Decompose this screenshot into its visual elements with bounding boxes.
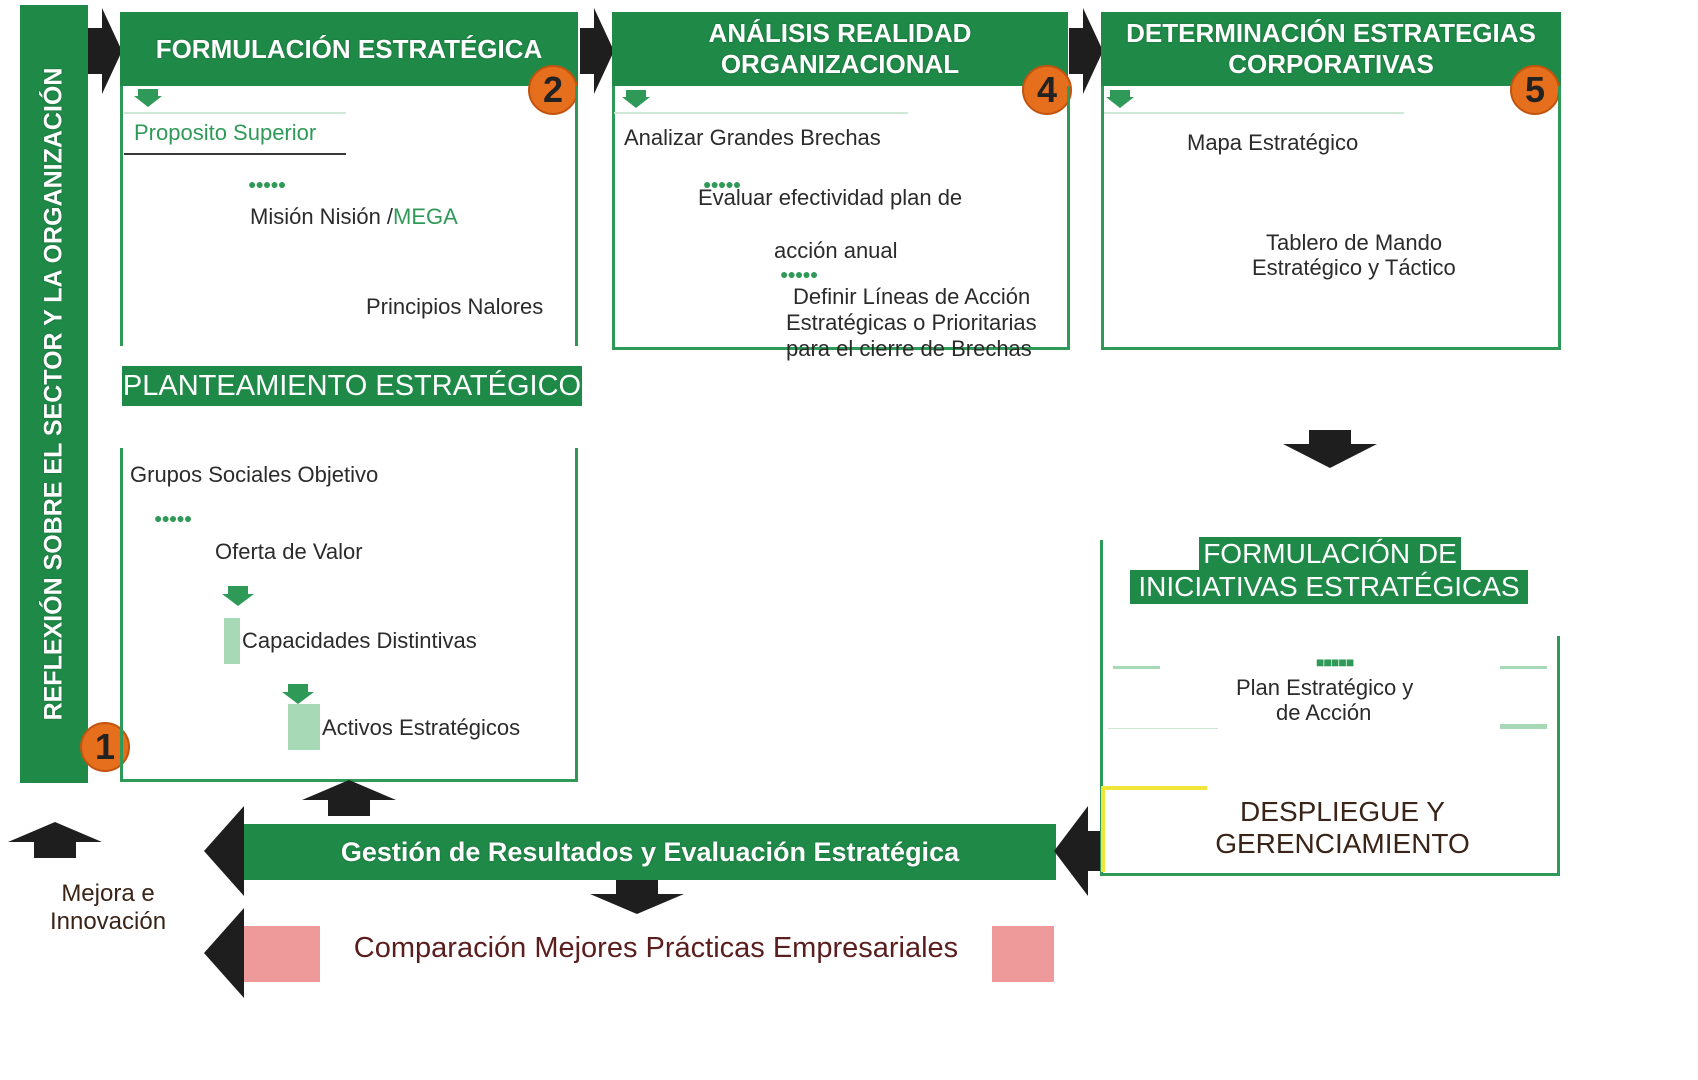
arrow-down-icon [1106, 90, 1134, 108]
iniciativas-box [1100, 540, 1560, 876]
deco-line [1113, 666, 1160, 669]
plan-estrategico-2: de Acción [1276, 700, 1372, 725]
divider [124, 112, 346, 114]
arrow-down-icon [134, 89, 162, 107]
deco-line [1108, 728, 1218, 729]
accion-anual: acción anual [774, 238, 898, 263]
determinacion-header: DETERMINACIÓN ESTRATEGIAS CORPORATIVAS [1101, 12, 1561, 86]
mejora-line-1: Mejora e [61, 880, 155, 907]
analisis-header: ANÁLISIS REALIDAD ORGANIZACIONAL [612, 12, 1068, 86]
gestion-title: Gestión de Resultados y Evaluación Estra… [340, 836, 960, 867]
mapa-estrategico: Mapa Estratégico [1187, 130, 1359, 155]
tablero-mando-1: Tablero de Mando [1266, 230, 1443, 255]
arrow-down-icon [222, 586, 254, 606]
arrow-up-icon [302, 780, 396, 816]
evaluar-efectividad: Evaluar efectividad plan de [698, 185, 963, 210]
analisis-box [612, 86, 1070, 350]
dots-icon: ●●●●● [780, 266, 818, 282]
divider [614, 112, 908, 114]
mejora-line-2: Innovación [49, 908, 167, 935]
yellow-line [1105, 786, 1207, 790]
mision-label: Misión Nisión / [250, 204, 394, 229]
gestion-bar: Gestión de Resultados y Evaluación Estra… [244, 824, 1056, 880]
step-badge-2: 2 [528, 65, 578, 115]
grupos-sociales: Grupos Sociales Objetivo [130, 462, 379, 487]
activos-marker [288, 704, 320, 750]
arrow-left-icon [204, 806, 244, 896]
despliegue-line-1: DESPLIEGUE Y [1240, 796, 1445, 827]
yellow-line [1101, 786, 1105, 872]
deco-line [1500, 666, 1547, 669]
definir-lineas-1: Definir Líneas de Acción [793, 284, 1031, 309]
arrow-right-icon [580, 8, 614, 94]
plan-estrategico-1: Plan Estratégico y [1236, 675, 1414, 700]
arrow-down-icon [590, 880, 684, 914]
divider [124, 153, 346, 155]
iniciativas-title-2: INICIATIVAS ESTRATÉGICAS [1130, 570, 1528, 604]
iniciativas-title-1: FORMULACIÓN DE [1199, 537, 1461, 571]
analisis-title-2: ORGANIZACIONAL [720, 49, 960, 79]
arrow-down-icon [282, 684, 314, 704]
step-badge-5: 5 [1510, 65, 1560, 115]
arrow-right-icon [1069, 8, 1103, 94]
comparacion-title: Comparación Mejores Prácticas Empresaria… [353, 932, 959, 964]
mejora-innovacion: Mejora e Innovación [28, 880, 188, 936]
determinacion-title-1: DETERMINACIÓN ESTRATEGIAS [1126, 18, 1536, 48]
pink-block-right [992, 926, 1054, 982]
dots-icon: ●●●●● [248, 176, 286, 192]
mision-vision: Misión Nisión /MEGA [250, 204, 458, 230]
analisis-title-1: ANÁLISIS REALIDAD [708, 18, 972, 48]
divider [1104, 112, 1404, 114]
dots-icon: ■■■■■ [1316, 654, 1354, 670]
arrow-up-icon [8, 822, 102, 858]
determinacion-box [1101, 86, 1561, 350]
tablero-mando-2: Estratégico y Táctico [1252, 255, 1456, 280]
definir-lineas-2: Estratégicas o Prioritarias [786, 310, 1037, 335]
pink-block-left [244, 926, 320, 982]
arrow-right-icon [88, 8, 122, 94]
principios-valores: Principios Nalores [366, 294, 544, 319]
arrow-left-icon [204, 908, 244, 998]
arrow-left-icon [1054, 806, 1100, 896]
sidebar-title: REFLEXIÓN SOBRE EL SECTOR Y LA ORGANIZAC… [39, 67, 68, 721]
arrow-down-icon [622, 90, 650, 108]
despliegue-line-2: GERENCIAMIENTO [1215, 828, 1470, 859]
dots-icon: ●●●●● [703, 176, 741, 192]
formulacion-title: FORMULACIÓN ESTRATÉGICA [155, 33, 543, 64]
definir-lineas-3: para el cierre de Brechas [786, 336, 1032, 361]
dots-icon: ●●●●● [154, 510, 192, 526]
planteamiento-title: PLANTEAMIENTO ESTRATÉGICO [122, 366, 582, 406]
activos-estrategicos: Activos Estratégicos [322, 715, 521, 740]
step-badge-4: 4 [1022, 65, 1072, 115]
despliegue-gerenciamiento: DESPLIEGUE Y GERENCIAMIENTO [1200, 796, 1485, 860]
proposito-superior: Proposito Superior [134, 120, 317, 145]
iniciativas-right-border [1557, 636, 1560, 876]
formulacion-box [120, 86, 578, 346]
capacidades-marker [224, 618, 240, 664]
formulacion-header: FORMULACIÓN ESTRATÉGICA [120, 12, 578, 86]
arrow-down-icon [1283, 430, 1377, 468]
sidebar-reflexion: REFLEXIÓN SOBRE EL SECTOR Y LA ORGANIZAC… [20, 5, 88, 783]
mega-label: MEGA [393, 204, 458, 229]
deco-line [1500, 724, 1547, 729]
determinacion-title-2: CORPORATIVAS [1228, 49, 1434, 79]
oferta-valor: Oferta de Valor [215, 539, 363, 564]
capacidades-distintivas: Capacidades Distintivas [242, 628, 477, 653]
analizar-brechas: Analizar Grandes Brechas [624, 125, 881, 150]
